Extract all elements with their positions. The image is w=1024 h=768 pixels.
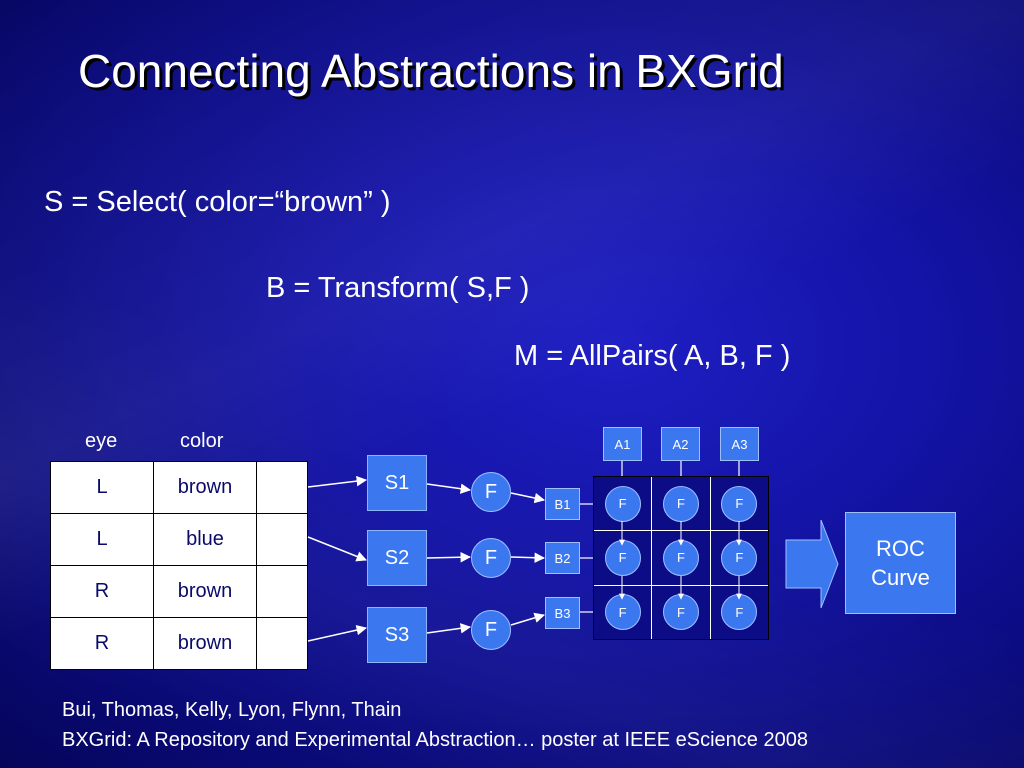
- arrow-s2-to-f: [426, 551, 472, 563]
- a-node-a2: A2: [661, 427, 700, 461]
- roc-curve-box: ROC Curve: [845, 512, 956, 614]
- arrow-row1-to-s1: [307, 475, 368, 488]
- footer-authors: Bui, Thomas, Kelly, Lyon, Flynn, Thain: [62, 699, 402, 721]
- table-row: L blue: [50, 513, 308, 566]
- matrix-cell: F: [710, 477, 768, 531]
- matrix-cell: F: [652, 531, 710, 585]
- roc-label-line2: Curve: [871, 565, 930, 590]
- matrix-function-node: F: [662, 485, 699, 522]
- arrow-s3-to-f: [426, 623, 472, 634]
- slide-title: Connecting Abstractions in BXGrid: [78, 45, 784, 97]
- matrix-function-node: F: [604, 485, 641, 522]
- arrow-f-to-b3: [510, 612, 546, 626]
- table-row: L brown: [50, 461, 308, 514]
- metadata-table: L brown L blue R brown R brown: [50, 461, 308, 670]
- column-header-color: color: [180, 430, 224, 452]
- table-cell-empty: [256, 617, 308, 670]
- transform-statement: B = Transform( S,F ): [266, 272, 530, 304]
- matrix-cell: F: [710, 531, 768, 585]
- allpairs-matrix: F F F F F F F F F: [593, 476, 769, 640]
- selected-set-s3: S3: [367, 607, 427, 663]
- selected-set-s2: S2: [367, 530, 427, 586]
- table-cell-eye: L: [50, 513, 154, 566]
- table-cell-empty: [256, 461, 308, 514]
- matrix-function-node: F: [662, 539, 699, 576]
- table-cell-eye: R: [50, 617, 154, 670]
- matrix-cell: F: [652, 477, 710, 531]
- allpairs-statement: M = AllPairs( A, B, F ): [514, 340, 791, 372]
- table-row: R brown: [50, 617, 308, 670]
- function-node-2: F: [471, 538, 511, 578]
- table-cell-empty: [256, 513, 308, 566]
- roc-label-line1: ROC: [876, 536, 925, 561]
- arrow-f-to-b1: [510, 492, 546, 504]
- select-statement: S = Select( color=“brown” ): [44, 186, 391, 218]
- arrow-row4-to-s3: [307, 624, 368, 642]
- table-cell-empty: [256, 565, 308, 618]
- a-node-a1: A1: [603, 427, 642, 461]
- selected-set-s1: S1: [367, 455, 427, 511]
- b-node-b3: B3: [545, 597, 580, 629]
- block-arrow-to-roc: [785, 519, 839, 609]
- table-cell-color: brown: [153, 565, 257, 618]
- table-row: R brown: [50, 565, 308, 618]
- matrix-cell: F: [594, 585, 652, 639]
- table-cell-color: brown: [153, 617, 257, 670]
- matrix-cell: F: [594, 477, 652, 531]
- matrix-function-node: F: [604, 594, 641, 631]
- matrix-function-node: F: [721, 594, 758, 631]
- table-cell-color: brown: [153, 461, 257, 514]
- table-cell-eye: R: [50, 565, 154, 618]
- arrow-row3-to-s2: [307, 536, 367, 562]
- column-header-eye: eye: [85, 430, 118, 452]
- matrix-cell: F: [652, 585, 710, 639]
- matrix-cell: F: [710, 585, 768, 639]
- arrow-s1-to-f: [426, 483, 472, 494]
- b-node-b2: B2: [545, 542, 580, 574]
- arrow-f-to-b2: [510, 552, 546, 563]
- matrix-function-node: F: [721, 539, 758, 576]
- matrix-cell: F: [594, 531, 652, 585]
- table-cell-eye: L: [50, 461, 154, 514]
- b-node-b1: B1: [545, 488, 580, 520]
- matrix-function-node: F: [662, 594, 699, 631]
- table-cell-color: blue: [153, 513, 257, 566]
- a-node-a3: A3: [720, 427, 759, 461]
- matrix-function-node: F: [721, 485, 758, 522]
- function-node-1: F: [471, 472, 511, 512]
- footer-citation: BXGrid: A Repository and Experimental Ab…: [62, 729, 808, 751]
- function-node-3: F: [471, 610, 511, 650]
- matrix-function-node: F: [604, 539, 641, 576]
